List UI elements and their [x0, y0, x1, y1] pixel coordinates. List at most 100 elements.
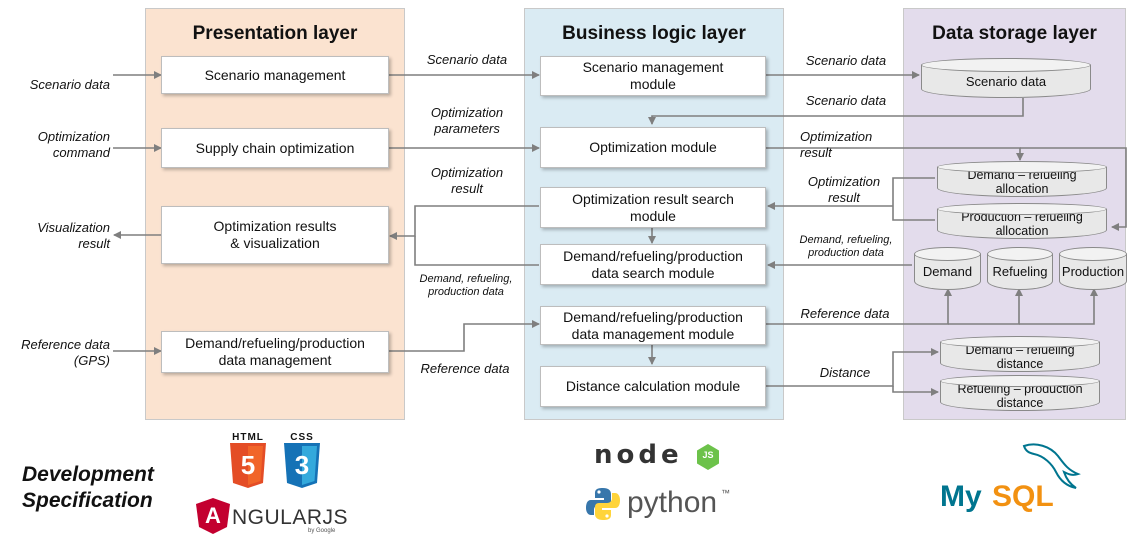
html5-logo-number: 5	[240, 450, 256, 480]
bd-scenario-data-to-label: Scenario data	[805, 53, 887, 68]
bd-opt-result-b-line-1: Optimization	[807, 174, 881, 189]
bd-optimization-result-label: Optimization result	[800, 129, 872, 161]
bd-reference-data-label: Reference data	[800, 306, 890, 321]
visualization-label: & visualization	[230, 235, 320, 251]
drp-data-management-box: Demand/refueling/production data managem…	[161, 331, 389, 373]
scenario-management-module-label-1: Scenario management	[582, 59, 724, 75]
bd-scenario-data-from-label: Scenario data	[805, 93, 887, 108]
html5-logo-text: HTML	[232, 432, 264, 443]
production-cylinder: Production	[1059, 247, 1127, 290]
arrow-scenario-from-storage	[648, 98, 1024, 125]
pb-drp-data-line-1: Demand, refueling,	[419, 273, 513, 285]
mysql-dolphin-icon	[1022, 443, 1081, 489]
optimization-results-visualization-box: Optimization results & visualization	[161, 206, 389, 264]
mysql-logo-my: My	[940, 480, 982, 513]
input-optimization-command-line-1: Optimization	[37, 129, 110, 144]
dev-spec-line-1: Development	[22, 463, 154, 486]
drp-data-search-label-2: data search module	[591, 264, 715, 281]
arrow-allocation-to-search	[892, 177, 935, 221]
mysql-logo: My SQL	[940, 440, 1090, 520]
pb-opt-result-line-1: Optimization	[430, 165, 504, 180]
css3-logo-text: CSS	[290, 432, 314, 443]
production-cylinder-label: Production	[1061, 264, 1125, 279]
supply-chain-optimization-label: Supply chain optimization	[195, 139, 355, 156]
demand-refueling-distance-cylinder: Demand – refueling distance	[940, 336, 1100, 372]
pb-optimization-parameters-label: Optimization parameters	[412, 105, 522, 137]
bd-drp-data-label: Demand, refueling, production data	[786, 234, 906, 260]
bd-opt-result-line-1: Optimization	[800, 129, 873, 144]
demand-cylinder-label: Demand	[922, 264, 973, 279]
scenario-management-label: Scenario management	[204, 66, 346, 83]
drp-data-management-module-box: Demand/refueling/production data managem…	[540, 306, 766, 345]
demand-cylinder: Demand	[914, 247, 981, 290]
arrow-opt-result-to-vis	[389, 205, 539, 240]
production-refueling-allocation-cylinder: Production – refueling allocation	[937, 203, 1107, 239]
arrow-distance-split-b	[892, 386, 939, 396]
pb-drp-data-label: Demand, refueling, production data	[408, 273, 524, 299]
angularjs-logo-by: by Google	[308, 528, 336, 534]
demand-refueling-allocation-cylinder: Demand – refueling allocation	[937, 161, 1107, 197]
optimization-module-label: Optimization module	[589, 139, 717, 155]
development-specification-title: Development Specification	[22, 462, 154, 514]
optimization-results-label: Optimization results	[213, 218, 337, 234]
pr-allocation-label-2: allocation	[995, 223, 1049, 238]
scenario-data-cylinder: Scenario data	[921, 58, 1091, 98]
pb-scenario-data-label: Scenario data	[426, 52, 508, 67]
scenario-management-box: Scenario management	[161, 56, 389, 94]
distance-calculation-module-box: Distance calculation module	[540, 366, 766, 407]
bd-opt-result-b-line-2: result	[828, 190, 860, 205]
nodejs-logo: node JS	[594, 440, 734, 474]
pb-optimization-result-label: Optimization result	[412, 165, 522, 197]
pb-reference-data-label: Reference data	[420, 361, 510, 376]
angularjs-logo: A NGULARJS by Google	[196, 498, 376, 538]
drp-data-management-label-2: data management	[218, 352, 332, 368]
css3-logo: CSS 3	[282, 432, 322, 492]
optimization-result-search-module-box: Optimization result search module	[540, 187, 766, 228]
presentation-layer-title: Presentation layer	[192, 23, 358, 44]
scenario-management-module-box: Scenario management module	[540, 56, 766, 96]
drp-data-management-module-label-2: data management module	[571, 325, 735, 342]
dr-allocation-label-2: allocation	[995, 181, 1049, 196]
drp-data-management-module-label-1: Demand/refueling/production	[563, 308, 743, 325]
rp-distance-label-2: distance	[996, 395, 1044, 410]
supply-chain-optimization-box: Supply chain optimization	[161, 128, 389, 168]
input-reference-line-1: Reference data	[21, 337, 110, 352]
html5-logo: HTML 5	[228, 432, 268, 492]
bd-optimization-result-b-label: Optimization result	[794, 174, 894, 206]
drp-data-search-label-1: Demand/refueling/production	[563, 247, 743, 264]
python-logo-text: python	[627, 486, 718, 519]
pb-opt-params-line-1: Optimization	[430, 105, 504, 120]
refueling-production-distance-cylinder: Refueling – production distance	[940, 375, 1100, 411]
distance-calculation-module-label: Distance calculation module	[565, 378, 741, 394]
input-optimization-command-label: Optimization command	[14, 129, 110, 161]
nodejs-logo-js: JS	[702, 450, 714, 460]
python-logo-tm: ™	[721, 488, 730, 498]
bd-drp-data-line-2: production data	[808, 247, 884, 259]
arrow-drp-data-to-vis	[414, 236, 539, 266]
scenario-data-cylinder-label: Scenario data	[965, 73, 1047, 89]
optimization-result-search-label-2: module	[630, 207, 676, 224]
arrow-reference-to-production	[1019, 288, 1098, 325]
pb-opt-params-line-2: parameters	[434, 121, 500, 136]
nodejs-logo-text: node	[594, 440, 683, 470]
arrow-opt-result-split	[1020, 147, 1127, 231]
angularjs-logo-a: A	[205, 503, 221, 528]
refueling-cylinder: Refueling	[987, 247, 1053, 290]
input-optimization-command-line-2: command	[52, 145, 110, 160]
arrow-reference-to-refueling	[948, 288, 1023, 325]
css3-logo-number: 3	[294, 450, 310, 480]
python-logo: python ™	[585, 484, 745, 524]
dr-distance-label-2: distance	[996, 356, 1044, 371]
bd-distance-label: Distance	[819, 365, 871, 380]
input-scenario-data-label: Scenario data	[29, 77, 110, 92]
scenario-management-module-label-2: module	[630, 76, 676, 92]
output-visualization-result-label: Visualization result	[14, 220, 110, 252]
optimization-result-search-label-1: Optimization result search	[572, 190, 734, 207]
arrow-distance-split	[766, 348, 939, 387]
drp-data-management-label-1: Demand/refueling/production	[185, 335, 365, 351]
mysql-logo-sql: SQL	[992, 480, 1054, 513]
dev-spec-line-2: Specification	[22, 489, 153, 512]
arrow-reference-to-dm	[389, 320, 540, 352]
business-logic-layer-title: Business logic layer	[562, 23, 746, 44]
